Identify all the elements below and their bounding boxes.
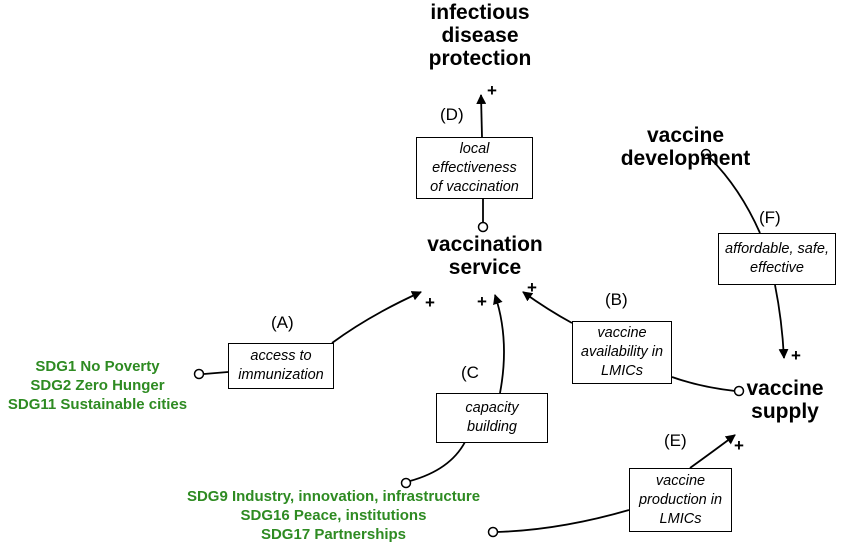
sdg-item: SDG16 Peace, institutions bbox=[240, 507, 427, 524]
label-a: (A) bbox=[271, 313, 294, 332]
sdg-item: SDG1 No Poverty bbox=[35, 358, 160, 375]
origin-circle-a bbox=[193, 368, 205, 380]
node-vaccine-development: vaccine development bbox=[598, 124, 773, 170]
link-a-right bbox=[331, 291, 422, 344]
box-vaccine-availability: vaccine availability in LMICs bbox=[572, 321, 672, 384]
node-text-line: vaccine bbox=[746, 377, 824, 400]
label-e: (E) bbox=[664, 431, 687, 450]
box-text-line: vaccine bbox=[655, 472, 706, 489]
box-text-line: of vaccination bbox=[430, 178, 519, 195]
link-b-upper bbox=[522, 291, 573, 324]
box-vaccine-production: vaccine production in LMICs bbox=[629, 468, 732, 532]
plus-sign-b: + bbox=[527, 278, 537, 297]
node-text-line: infectious bbox=[430, 1, 530, 24]
box-access-to-immunization: access to immunization bbox=[228, 343, 334, 389]
box-text-line: effectiveness bbox=[432, 159, 517, 176]
box-text-line: access to bbox=[250, 348, 312, 364]
box-text-line: vaccine bbox=[597, 325, 647, 341]
sdg-group-left: SDG1 No Poverty SDG2 Zero Hunger SDG11 S… bbox=[0, 357, 195, 414]
link-f-lower bbox=[774, 284, 789, 359]
origin-circle-c bbox=[400, 477, 412, 489]
plus-sign-f: + bbox=[791, 346, 801, 365]
link-d-upper bbox=[476, 94, 487, 138]
link-f-upper bbox=[709, 157, 761, 234]
sdg-item: SDG9 Industry, innovation, infrastructur… bbox=[186, 488, 481, 505]
label-d: (D) bbox=[440, 105, 464, 124]
plus-sign-c: + bbox=[477, 292, 487, 311]
box-text-line: availability in bbox=[580, 344, 664, 360]
box-text-line: affordable, safe, bbox=[725, 241, 829, 257]
link-e-right bbox=[689, 434, 736, 469]
node-vaccination-service: vaccination service bbox=[405, 233, 565, 279]
link-b-lower bbox=[671, 376, 736, 392]
link-a-left bbox=[203, 371, 229, 375]
box-affordable-safe-effective: affordable, safe, effective bbox=[718, 233, 836, 285]
label-f: (F) bbox=[759, 208, 781, 227]
sdg-group-bottom: SDG9 Industry, innovation, infrastructur… bbox=[170, 487, 497, 544]
plus-sign-e: + bbox=[734, 436, 744, 455]
origin-circle-e bbox=[487, 526, 499, 538]
node-infectious-disease-protection: infectious disease protection bbox=[400, 1, 560, 70]
box-capacity-building: capacity building bbox=[436, 393, 548, 443]
box-text-line: immunization bbox=[238, 367, 324, 383]
box-text-line: local bbox=[459, 140, 490, 157]
node-text-line: disease bbox=[441, 24, 519, 47]
node-text-line: supply bbox=[751, 400, 819, 423]
box-text-line: building bbox=[467, 419, 517, 435]
link-c-lower bbox=[409, 441, 466, 482]
box-local-effectiveness: local effectiveness of vaccination bbox=[416, 137, 533, 199]
node-text-line: vaccination bbox=[427, 233, 543, 256]
label-c: (C bbox=[461, 363, 479, 382]
node-text-line: protection bbox=[428, 47, 532, 70]
link-c-upper bbox=[493, 294, 505, 394]
origin-circle-f bbox=[700, 148, 712, 160]
link-e-left bbox=[496, 509, 630, 533]
node-text-line: development bbox=[620, 147, 751, 170]
box-text-line: capacity bbox=[465, 400, 519, 416]
plus-sign-d: + bbox=[487, 81, 497, 100]
box-text-line: LMICs bbox=[659, 510, 702, 527]
node-text-line: service bbox=[448, 256, 522, 279]
sdg-item: SDG17 Partnerships bbox=[260, 526, 407, 543]
box-text-line: LMICs bbox=[601, 363, 643, 379]
box-text-line: effective bbox=[750, 260, 804, 276]
origin-circle-d bbox=[477, 221, 489, 233]
sdg-item: SDG2 Zero Hunger bbox=[30, 377, 165, 394]
label-b: (B) bbox=[605, 290, 628, 309]
node-text-line: vaccine bbox=[646, 124, 725, 147]
origin-circle-b bbox=[733, 385, 745, 397]
box-text-line: production in bbox=[638, 491, 723, 508]
sdg-item: SDG11 Sustainable cities bbox=[7, 396, 188, 413]
plus-sign-a: + bbox=[425, 293, 435, 312]
node-vaccine-supply: vaccine supply bbox=[730, 377, 840, 423]
